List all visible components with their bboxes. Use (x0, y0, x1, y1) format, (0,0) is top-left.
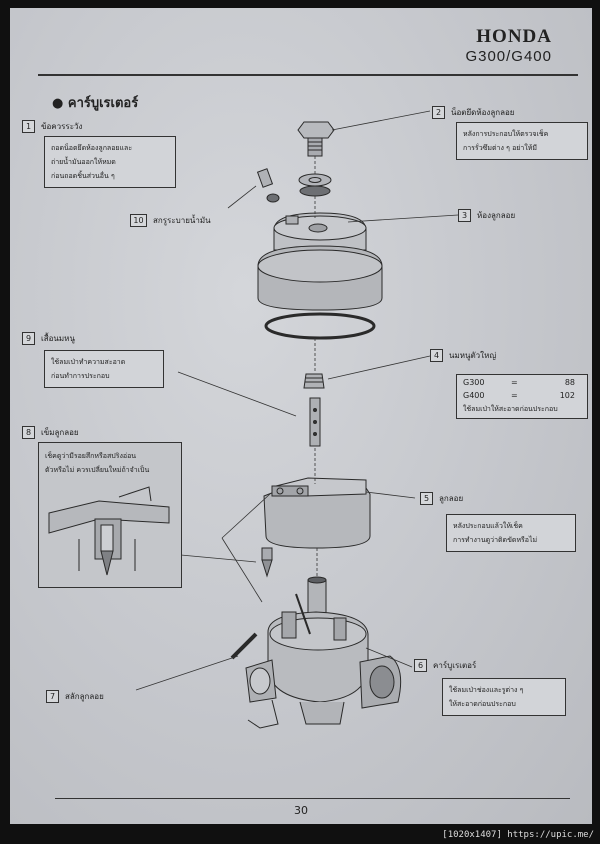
float-needle-drawing (261, 547, 273, 578)
part-name: สกรูระบายน้ำมัน (153, 216, 211, 225)
jet-spec-box: G300 = 88 G400 = 102 ใช้ลมเป่าให้สะอาดก่อนปร… (456, 374, 588, 419)
part-label-2: 2 น็อตยึดห้องลูกลอย (432, 106, 514, 119)
note-line: ให้สะอาดก่อนประกอบ (449, 700, 516, 708)
note-bolt: หลังการประกอบให้ตรวจเช็ค การรั่วซึมต่าง … (456, 122, 588, 160)
part-name: นมหนูตัวใหญ่ (449, 351, 497, 360)
section-title: ● คาร์บูเรเตอร์ (52, 96, 139, 111)
float-bowl-bolt-drawing (297, 121, 335, 197)
part-label-7: 7 สลักลูกลอย (46, 690, 104, 703)
inset-note: เช็คดูว่ามีรอยสึกหรือสปริงอ่อน ตัวหรือไม… (45, 449, 149, 477)
note-line: ก่อนถอดชิ้นส่วนอื่น ๆ (51, 172, 115, 180)
note-line: ใช้ลมเป่าช่องและรูต่าง ๆ (449, 686, 524, 694)
spec-row: G300 = 88 (463, 378, 581, 387)
part-number: 7 (46, 690, 59, 703)
float-bowl-drawing (257, 212, 383, 340)
float-drawing (263, 477, 371, 549)
part-number: 10 (130, 214, 147, 227)
part-number: 9 (22, 332, 35, 345)
note-line: ถ่ายน้ำมันออกให้หมด (51, 158, 116, 166)
manual-page: HONDA G300/G400 ● คาร์บูเรเตอร์ (10, 8, 592, 824)
section-title-text: คาร์บูเรเตอร์ (67, 96, 139, 111)
part-number: 8 (22, 426, 35, 439)
part-label-9: 9 เสื้อนมหนู (22, 332, 75, 345)
part-label-3: 3 ห้องลูกลอย (458, 209, 515, 222)
model-name: G300/G400 (465, 48, 552, 65)
note-line: ถอดน็อตยึดห้องลูกลอยและ (51, 144, 133, 152)
float-needle-inset: เช็คดูว่ามีรอยสึกหรือสปริงอ่อน ตัวหรือไม… (38, 442, 182, 588)
needle-detail-drawing (48, 486, 170, 576)
part-label-5: 5 ลูกลอย (420, 492, 463, 505)
spec-eq: = (511, 378, 518, 387)
part-number: 2 (432, 106, 445, 119)
image-watermark: [1020x1407] https://upic.me/ (442, 830, 594, 840)
carburetor-exploded-diagram (135, 110, 459, 729)
part-number: 6 (414, 659, 427, 672)
part-number: 3 (458, 209, 471, 222)
part-label-4: 4 นมหนูตัวใหญ่ (430, 349, 496, 362)
main-jet-drawing (303, 373, 325, 389)
spec-row: G400 = 102 (463, 391, 581, 400)
part-name: ห้องลูกลอย (477, 211, 516, 220)
part-name: ข้อควรระวัง (41, 122, 83, 131)
part-label-6: 6 คาร์บูเรเตอร์ (414, 659, 476, 672)
drain-screw-drawing (256, 168, 280, 203)
part-label-8: 8 เข็มลูกลอย (22, 426, 79, 439)
brand-name: HONDA (476, 26, 552, 47)
note-line: เช็คดูว่ามีรอยสึกหรือสปริงอ่อน (45, 452, 137, 460)
leader-lines (135, 110, 459, 691)
part-name: คาร์บูเรเตอร์ (433, 661, 477, 670)
note-line: การทำงานดูว่าติดขัดหรือไม่ (453, 536, 538, 544)
spec-model: G400 (463, 391, 485, 400)
footer-rule (55, 798, 570, 799)
note-line: การรั่วซึมต่าง ๆ อย่าให้มี (463, 144, 537, 152)
note-carburetor: ใช้ลมเป่าช่องและรูต่าง ๆ ให้สะอาดก่อนประ… (442, 678, 566, 716)
part-number: 4 (430, 349, 443, 362)
spec-eq: = (511, 391, 518, 400)
note-line: ก่อนทำการประกอบ (51, 372, 110, 380)
brand-header: HONDA G300/G400 (465, 26, 552, 65)
page-number: 30 (294, 804, 308, 817)
part-name: เสื้อนมหนู (41, 334, 75, 343)
carburetor-body-drawing (245, 576, 402, 729)
part-label-10: 10 สกรูระบายน้ำมัน (130, 214, 211, 227)
part-label-1: 1 ข้อควรระวัง (22, 120, 82, 133)
part-name: เข็มลูกลอย (41, 428, 79, 437)
note-nozzle: ใช้ลมเป่าทำความสะอาด ก่อนทำการประกอบ (44, 350, 164, 388)
part-name: สลักลูกลอย (65, 692, 104, 701)
part-name: ลูกลอย (439, 494, 464, 503)
note-caution: ถอดน็อตยึดห้องลูกลอยและ ถ่ายน้ำมันออกให้… (44, 136, 176, 188)
part-name: น็อตยึดห้องลูกลอย (451, 108, 515, 117)
note-float: หลังประกอบแล้วให้เช็ค การทำงานดูว่าติดขั… (446, 514, 576, 552)
float-pin-drawing (230, 632, 258, 660)
part-number: 5 (420, 492, 433, 505)
spec-value: 102 (559, 391, 575, 400)
note-line: หลังการประกอบให้ตรวจเช็ค (463, 130, 549, 138)
spec-note: ใช้ลมเป่าให้สะอาดก่อนประกอบ (463, 405, 558, 413)
spec-model: G300 (463, 378, 485, 387)
nozzle-drawing (309, 397, 321, 447)
spec-value: 88 (564, 378, 575, 387)
header-rule (38, 74, 578, 76)
part-number: 1 (22, 120, 35, 133)
note-line: ใช้ลมเป่าทำความสะอาด (51, 358, 126, 366)
note-line: หลังประกอบแล้วให้เช็ค (453, 522, 523, 530)
note-line: ตัวหรือไม่ ควรเปลี่ยนใหม่ถ้าจำเป็น (45, 466, 150, 474)
